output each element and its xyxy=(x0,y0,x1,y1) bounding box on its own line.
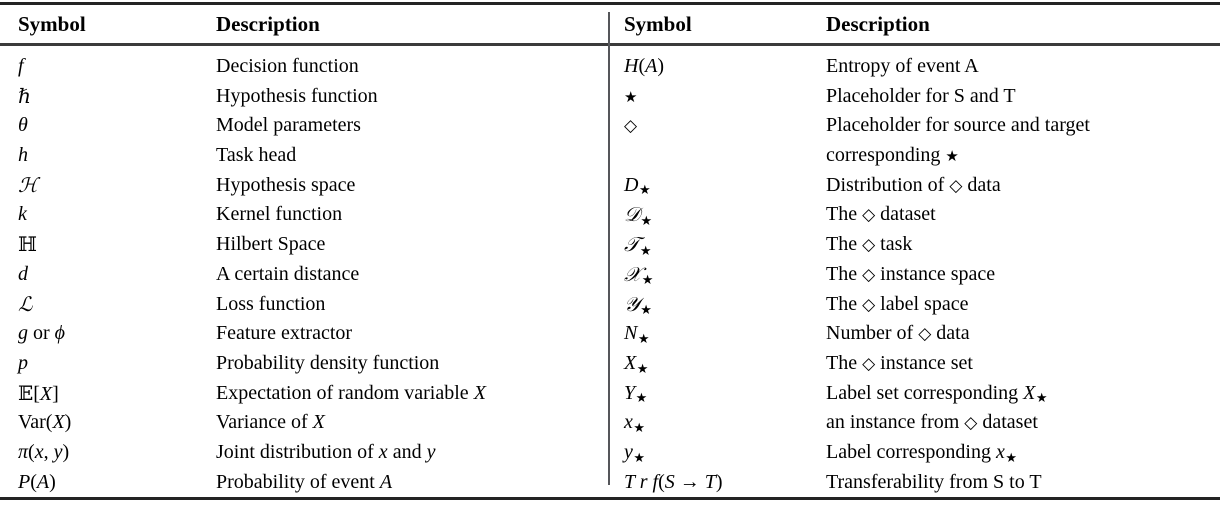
table-cell-description: Probability density function xyxy=(216,351,440,374)
table-cell-description: Hilbert Space xyxy=(216,233,326,256)
diamond-icon: ◇ xyxy=(862,205,876,225)
table-cell-symbol: h xyxy=(18,144,28,167)
star-icon: ★ xyxy=(1035,390,1048,406)
diamond-icon: ◇ xyxy=(862,294,876,314)
table-cell-description: Number of ◇ data xyxy=(826,322,970,345)
table-cell-description: The ◇ dataset xyxy=(826,203,936,226)
star-icon: ★ xyxy=(639,242,652,258)
table-cell-symbol: T r f(S → T) xyxy=(624,470,723,493)
table-cell-symbol: Var(X) xyxy=(18,411,72,434)
table-cell-description: The ◇ instance set xyxy=(826,351,973,374)
table-cell-description: Expectation of random variable X xyxy=(216,381,486,404)
table-cell-description: A certain distance xyxy=(216,262,360,285)
table-cell-symbol: P(A) xyxy=(18,470,56,493)
star-icon: ★ xyxy=(945,149,959,166)
table-cell-symbol: ★ xyxy=(624,82,822,112)
table-cell-symbol: d xyxy=(18,262,28,285)
diamond-icon: ◇ xyxy=(949,175,963,195)
table-cell-description: Probability of event A xyxy=(216,470,393,493)
right-description-rows: Entropy of event A Placeholder for S and… xyxy=(826,52,1216,497)
table-cell-description: corresponding ★ xyxy=(826,144,959,167)
table-cell-symbol: 𝒴★ xyxy=(624,291,652,318)
table-cell-symbol: g or ϕ xyxy=(18,322,66,345)
table-header-rule xyxy=(0,43,1220,46)
star-icon: ★ xyxy=(633,449,646,465)
table-cell-symbol: y★ xyxy=(624,440,646,465)
table-cell-description: Hypothesis space xyxy=(216,173,356,196)
table-cell-description: Placeholder for S and T xyxy=(826,84,1016,107)
star-icon: ★ xyxy=(636,360,649,376)
table-cell-symbol: H(A) xyxy=(624,55,665,77)
table-cell-description: Entropy of event A xyxy=(826,55,979,77)
table-top-rule xyxy=(0,2,1220,5)
table-cell-symbol: p xyxy=(18,351,28,374)
column-divider xyxy=(608,12,610,485)
header-left-symbol: Symbol xyxy=(18,12,86,36)
star-icon: ★ xyxy=(624,89,638,106)
left-symbol-rows: f ℏ θ h ℋ k ℍ d ℒ g or ϕ p 𝔼[X] Var(X) π… xyxy=(18,52,210,497)
table-cell-symbol: f xyxy=(18,55,24,77)
star-icon: ★ xyxy=(641,272,654,288)
header-right-symbol: Symbol xyxy=(624,12,692,36)
header-left-description: Description xyxy=(216,12,320,36)
star-icon: ★ xyxy=(1005,449,1017,465)
table-cell-description: Model parameters xyxy=(216,114,361,137)
table-cell-symbol: ℏ xyxy=(18,83,31,108)
table-cell-description: Feature extractor xyxy=(216,322,353,345)
star-icon: ★ xyxy=(633,419,646,435)
table-cell-description: Placeholder for source and target xyxy=(826,114,1090,137)
table-cell-symbol: ℒ xyxy=(18,291,33,316)
diamond-icon: ◇ xyxy=(862,264,876,284)
table-cell-description: The ◇ label space xyxy=(826,292,969,315)
table-cell-description: Loss function xyxy=(216,292,326,315)
table-cell-description: Task head xyxy=(216,144,297,167)
table-cell-symbol: 𝔼[X] xyxy=(18,380,59,405)
table-cell-symbol: D★ xyxy=(624,173,651,198)
left-description-rows: Decision function Hypothesis function Mo… xyxy=(216,52,602,497)
table-cell-symbol: x★ xyxy=(624,411,646,435)
table-cell-description: Decision function xyxy=(216,55,359,77)
right-symbol-rows: H(A) ★ ◇ D★ 𝒟★ 𝒯★ 𝒳★ 𝒴★ N★ X★ Y★ x★ y★ T… xyxy=(624,52,822,497)
header-right-description: Description xyxy=(826,12,930,36)
star-icon: ★ xyxy=(640,213,653,229)
table-cell-symbol: N★ xyxy=(624,322,650,346)
diamond-icon: ◇ xyxy=(964,413,978,433)
diamond-icon: ◇ xyxy=(624,116,638,136)
table-cell-description: an instance from ◇ dataset xyxy=(826,411,1038,434)
star-icon: ★ xyxy=(635,390,648,406)
table-cell-symbol-empty xyxy=(624,141,822,171)
diamond-icon: ◇ xyxy=(918,324,932,344)
table-cell-symbol: X★ xyxy=(624,351,649,376)
table-cell-symbol: ◇ xyxy=(624,111,822,141)
diamond-icon: ◇ xyxy=(862,235,876,255)
table-cell-description: Label set corresponding X★ xyxy=(826,381,1048,406)
star-icon: ★ xyxy=(637,330,650,346)
table-cell-symbol: 𝒳★ xyxy=(624,261,654,288)
table-cell-symbol: 𝒯★ xyxy=(624,232,652,258)
table-cell-description: Joint distribution of x and y xyxy=(216,440,436,463)
table-cell-symbol: ℍ xyxy=(18,232,37,257)
table-cell-symbol: 𝒟★ xyxy=(624,202,653,229)
table-cell-description: Transferability from S to T xyxy=(826,470,1042,493)
table-cell-description: Variance of X xyxy=(216,411,325,434)
table-cell-description: The ◇ instance space xyxy=(826,262,996,285)
star-icon: ★ xyxy=(638,182,651,198)
table-cell-symbol: k xyxy=(18,203,27,226)
table-cell-description: Label corresponding x★ xyxy=(826,440,1017,465)
table-bottom-rule xyxy=(0,497,1220,500)
diamond-icon: ◇ xyxy=(862,353,876,373)
table-cell-description: The ◇ task xyxy=(826,233,913,256)
table-cell-symbol: θ xyxy=(18,114,28,137)
table-cell-symbol: π(x, y) xyxy=(18,440,70,463)
table-cell-description: Kernel function xyxy=(216,203,343,226)
table-cell-symbol: ℋ xyxy=(18,172,38,197)
table-cell-symbol: Y★ xyxy=(624,381,648,406)
star-icon: ★ xyxy=(640,302,652,318)
table-cell-description: Hypothesis function xyxy=(216,84,378,107)
table-cell-description: Distribution of ◇ data xyxy=(826,173,1001,196)
